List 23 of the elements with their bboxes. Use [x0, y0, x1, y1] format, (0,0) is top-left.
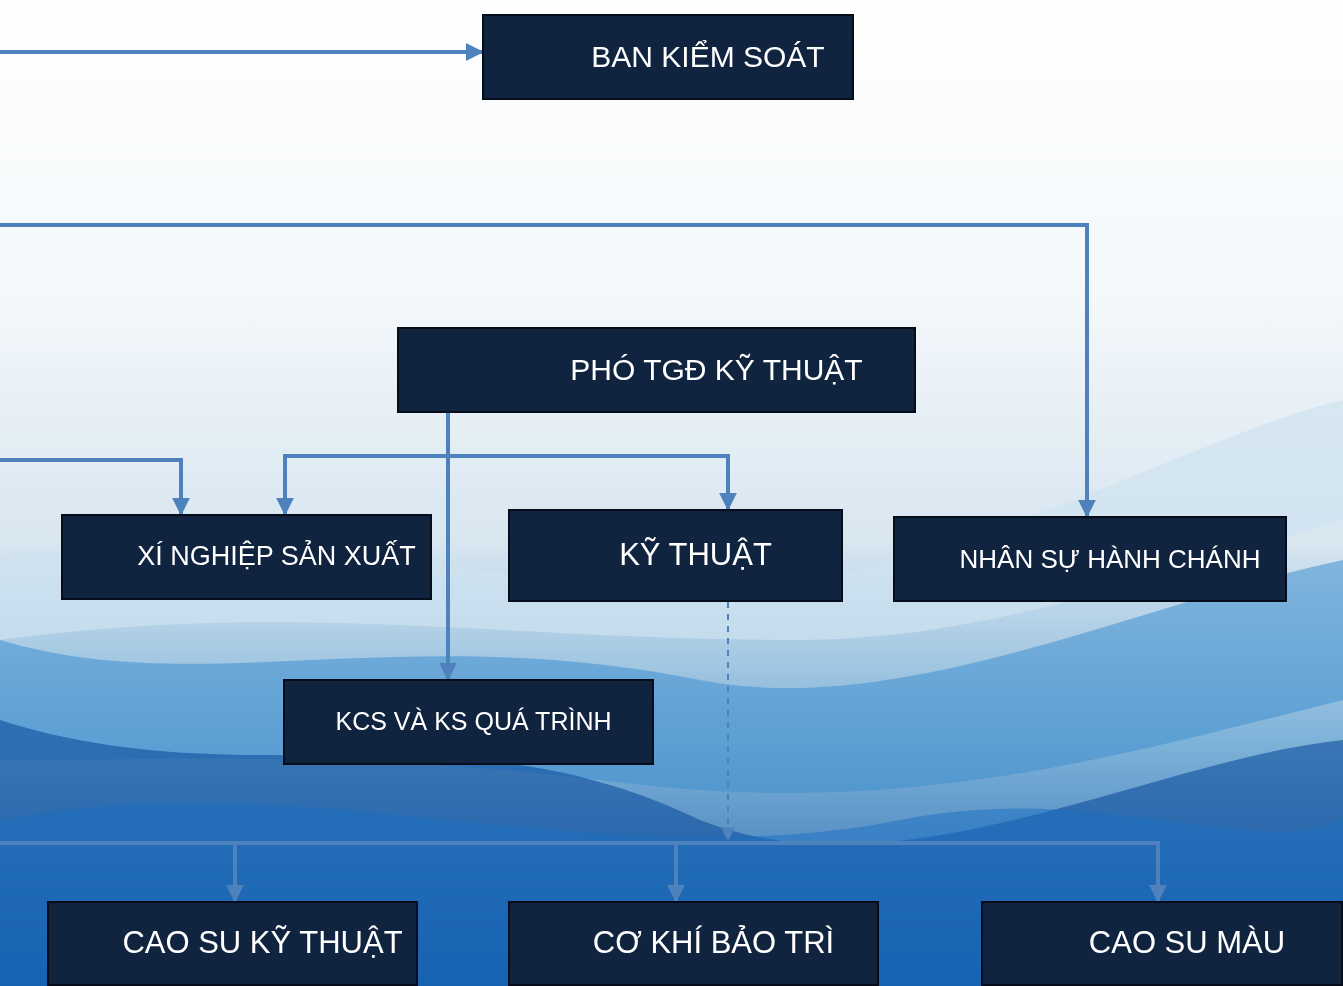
box-label: BAN KIỂM SOÁT	[591, 39, 825, 76]
box-label: XÍ NGHIỆP SẢN XUẤT	[137, 540, 416, 574]
arrow	[0, 458, 190, 516]
dashed-arrow	[721, 601, 735, 842]
arrow	[0, 841, 1167, 903]
arrow	[0, 223, 1096, 518]
org-box	[508, 901, 879, 986]
org-box	[981, 901, 1343, 986]
box-label: KCS VÀ KS QUÁ TRÌNH	[335, 706, 612, 738]
org-box	[283, 679, 654, 765]
org-box	[397, 327, 916, 413]
box-label: KỸ THUẬT	[619, 536, 772, 575]
org-box	[893, 516, 1287, 602]
arrow	[0, 43, 484, 61]
org-box	[61, 514, 432, 600]
org-box	[482, 14, 854, 100]
box-label: NHÂN SỰ HÀNH CHÁNH	[959, 542, 1261, 576]
box-label: CƠ KHÍ BẢO TRÌ	[592, 924, 835, 963]
box-label: PHÓ TGĐ KỸ THUẬT	[570, 352, 863, 389]
org-box	[508, 509, 843, 602]
box-label: CAO SU MÀU	[1088, 924, 1286, 963]
box-label: CAO SU KỸ THUẬT	[122, 924, 403, 963]
org-box	[47, 901, 418, 986]
